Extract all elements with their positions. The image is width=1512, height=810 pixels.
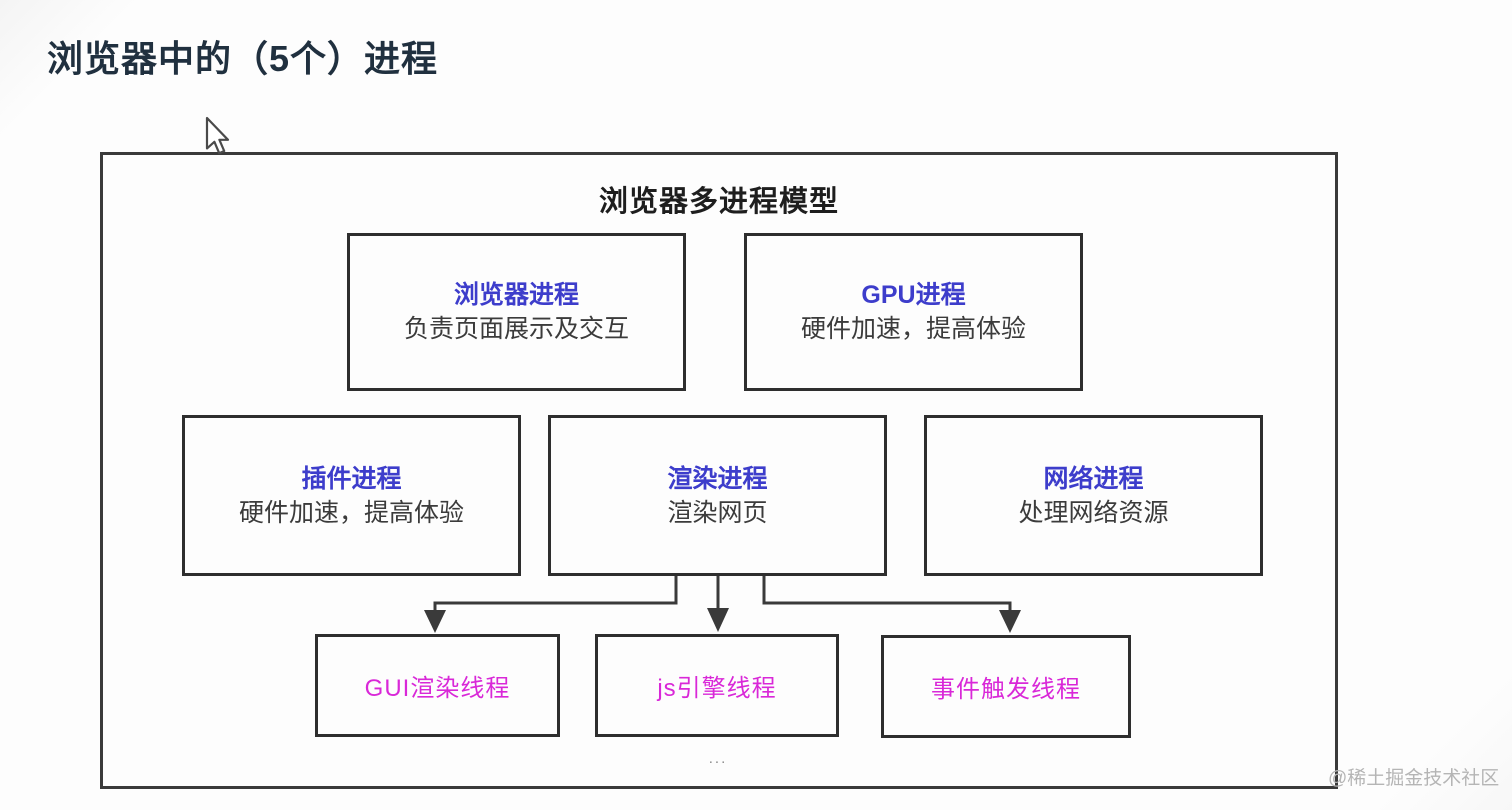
process-name: GPU进程 — [861, 281, 966, 309]
process-name: 浏览器进程 — [453, 281, 579, 309]
page-title: 浏览器中的（5个）进程 — [47, 38, 439, 79]
process-name: 插件进程 — [301, 464, 402, 493]
process-name: 网络进程 — [1043, 464, 1144, 493]
thread-node-gui-render: GUI渲染线程 — [315, 634, 560, 737]
process-node-plugin: 插件进程 硬件加速，提高体验 — [182, 415, 521, 576]
mouse-cursor-icon — [205, 116, 230, 155]
process-desc: 负责页面展示及交互 — [403, 315, 629, 343]
process-node-render: 渲染进程 渲染网页 — [548, 415, 887, 576]
process-desc: 硬件加速，提高体验 — [800, 315, 1026, 343]
process-desc: 硬件加速，提高体验 — [238, 498, 464, 527]
thread-name: GUI渲染线程 — [364, 675, 511, 702]
process-desc: 处理网络资源 — [1018, 498, 1169, 527]
process-name: 渲染进程 — [667, 464, 768, 493]
thread-name: 事件触发线程 — [931, 676, 1081, 703]
process-node-gpu: GPU进程 硬件加速，提高体验 — [744, 233, 1083, 391]
ellipsis-text: ... — [708, 750, 728, 767]
thread-name: js引擎线程 — [657, 675, 777, 702]
process-node-network: 网络进程 处理网络资源 — [924, 415, 1263, 576]
thread-node-event-trigger: 事件触发线程 — [881, 635, 1131, 738]
process-desc: 渲染网页 — [667, 498, 768, 527]
diagram-title: 浏览器多进程模型 — [598, 186, 839, 218]
thread-node-js-engine: js引擎线程 — [595, 634, 839, 737]
watermark-text: @稀土掘金技术社区 — [1328, 768, 1500, 789]
process-node-browser: 浏览器进程 负责页面展示及交互 — [347, 233, 686, 391]
